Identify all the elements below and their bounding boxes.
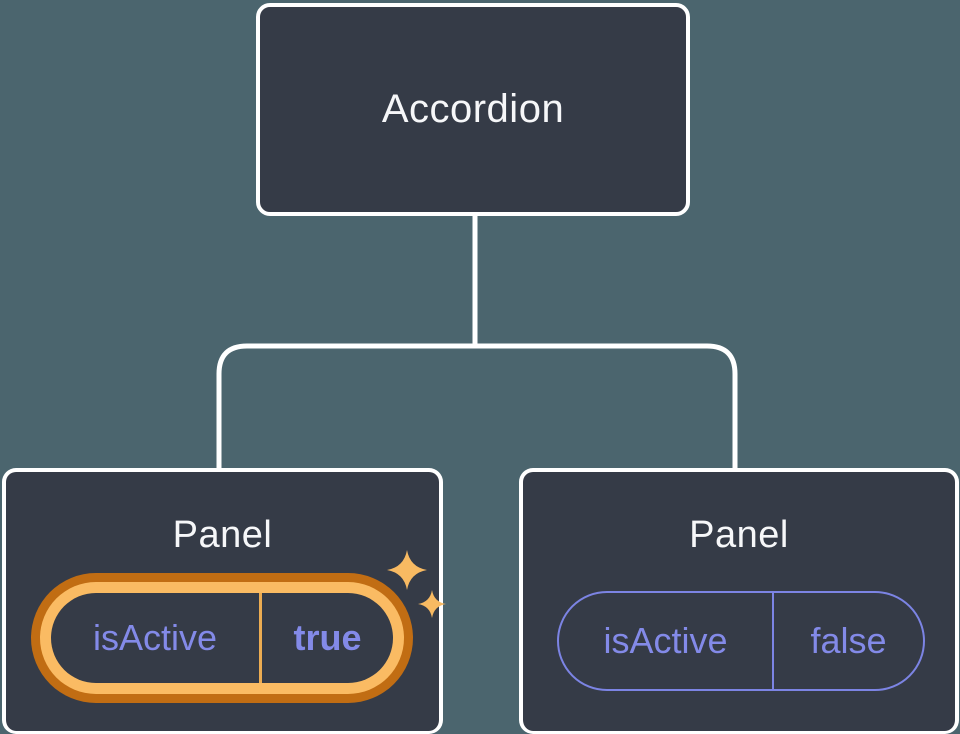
accordion-node-label: Accordion xyxy=(381,87,565,131)
branch-bracket-line xyxy=(216,343,738,470)
isactive-state-pill-inactive: isActive false xyxy=(557,591,925,691)
prop-value-cell: true xyxy=(259,593,393,683)
panel-node-label: Panel xyxy=(172,514,273,556)
pill-body: isActive true xyxy=(51,593,393,683)
prop-name-cell: isActive xyxy=(92,617,218,658)
panel-node-inactive[interactable]: Panel isActive false xyxy=(519,468,959,734)
sparkles-icon xyxy=(387,550,446,618)
sparkle-small xyxy=(418,590,446,618)
prop-value-cell: false xyxy=(772,593,923,689)
panel-node-active[interactable]: Panel isActive true xyxy=(2,468,446,734)
panel-node-label: Panel xyxy=(689,514,789,556)
prop-name-cell: isActive xyxy=(603,620,728,661)
isactive-state-pill-active: isActive true xyxy=(31,573,413,703)
pill-highlight-ring: isActive true xyxy=(40,582,404,694)
accordion-node[interactable]: Accordion xyxy=(256,3,690,216)
sparkle-large xyxy=(387,550,427,590)
